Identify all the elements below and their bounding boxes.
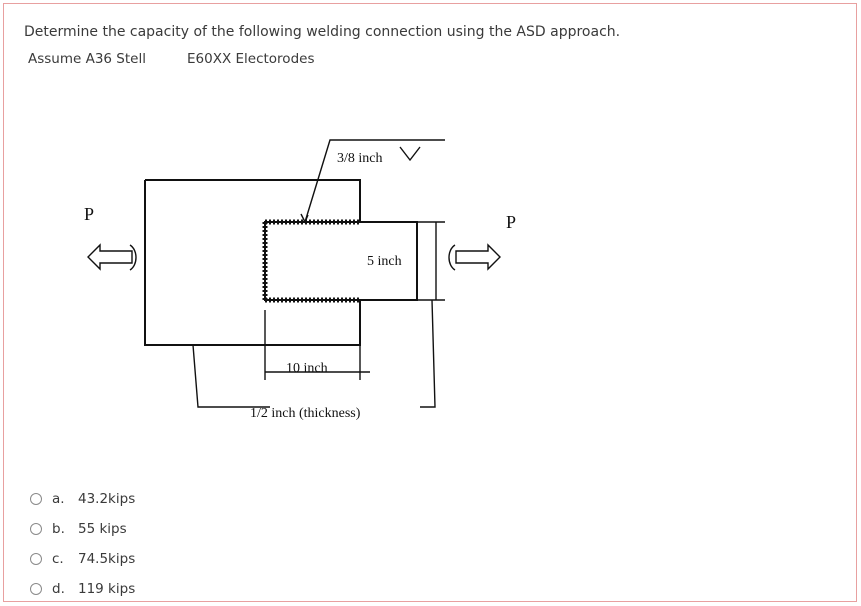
assumptions-row: Assume A36 Stell E60XX Electorodes: [28, 51, 314, 67]
option-letter: c.: [52, 551, 64, 567]
option-text: 119 kips: [78, 581, 136, 597]
right-load-arrow: [455, 243, 501, 271]
large-plate-bottom-edge: [144, 180, 361, 346]
option-c[interactable]: c. 74.5kips: [30, 544, 135, 574]
weld-leader-line: [304, 139, 445, 223]
option-a[interactable]: a. 43.2kips: [30, 484, 135, 514]
left-load-arrow: [87, 243, 133, 271]
thickness-leader-right: [420, 299, 436, 408]
option-text: 74.5kips: [78, 551, 136, 567]
radio-c[interactable]: [30, 553, 42, 565]
answer-options: a. 43.2kips b. 55 kips c. 74.5kips d. 11…: [30, 484, 135, 604]
load-right-label: P: [506, 212, 516, 232]
load-left-label: P: [84, 204, 94, 224]
steel-assumption: Assume A36 Stell: [28, 51, 146, 67]
option-letter: d.: [52, 581, 65, 597]
length-label: 10 inch: [286, 361, 328, 376]
option-letter: a.: [52, 491, 65, 507]
weld-size-label: 3/8 inch: [337, 151, 383, 166]
electrode-assumption: E60XX Electorodes: [187, 51, 315, 67]
thickness-label: 1/2 inch (thickness): [250, 406, 361, 421]
height-label: 5 inch: [367, 254, 402, 269]
question-frame: [3, 3, 857, 602]
question-text: Determine the capacity of the following …: [24, 24, 621, 40]
radio-b[interactable]: [30, 523, 42, 535]
option-d[interactable]: d. 119 kips: [30, 574, 135, 604]
option-text: 43.2kips: [78, 491, 136, 507]
thickness-leader-left: [192, 344, 270, 408]
option-text: 55 kips: [78, 521, 127, 537]
radio-d[interactable]: [30, 583, 42, 595]
radio-a[interactable]: [30, 493, 42, 505]
length-dimension: [264, 310, 370, 380]
height-dimension: [417, 221, 445, 301]
option-letter: b.: [52, 521, 65, 537]
large-plate-top-edge: [145, 179, 361, 222]
option-b[interactable]: b. 55 kips: [30, 514, 135, 544]
weld-connection-diagram: 3/8 inch 5 inch 10 inch 1/2 inch (thickn…: [84, 139, 516, 421]
fillet-weld-symbol: [399, 146, 421, 162]
